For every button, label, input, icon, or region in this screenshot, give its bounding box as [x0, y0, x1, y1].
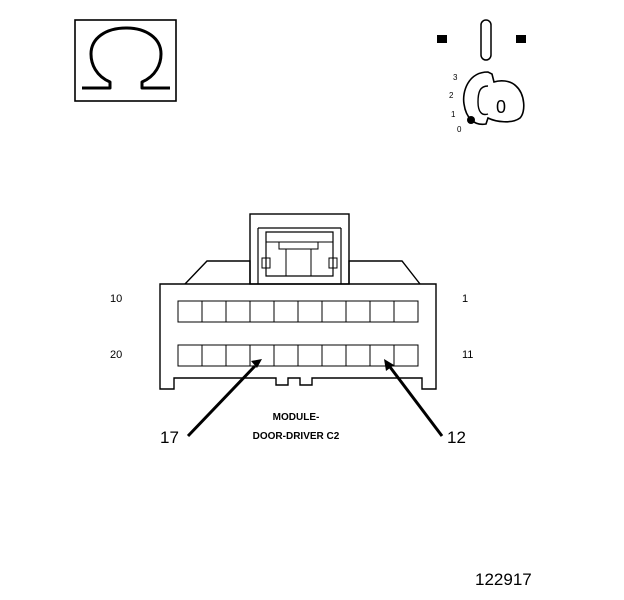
switch-right-block-icon: [516, 35, 526, 43]
pin-cavity-6: [273, 300, 299, 323]
key-head-icon: [462, 71, 525, 126]
probe-12: 12: [384, 359, 466, 447]
pin-cavity-15: [297, 344, 323, 367]
latch-top-bar: [265, 231, 334, 243]
pin-cavity-8: [225, 300, 251, 323]
latch-lock: [285, 248, 312, 277]
pin-label-20: 20: [110, 349, 122, 361]
pin-cavity-1: [393, 300, 419, 323]
pin-cavity-3: [345, 300, 371, 323]
connector-body: [159, 283, 437, 390]
pin-cavity-19: [201, 344, 227, 367]
arrow-head-icon: [251, 359, 262, 368]
ohm-meter-symbol: Ω: [74, 19, 177, 102]
latch-frame: [257, 227, 342, 284]
key-position-2: 2: [449, 91, 454, 100]
pin-cavity-18: [225, 344, 251, 367]
connector-name-line2: DOOR-DRIVER C2: [253, 431, 340, 442]
probe-17: 17: [160, 359, 262, 447]
ohm-symbol-frame: [74, 19, 177, 102]
connector-left-shoulder: [184, 260, 251, 285]
connector-name-line1: MODULE-: [273, 412, 320, 423]
key-slot-icon: [480, 19, 492, 61]
key-position-0: 0: [457, 125, 462, 134]
key-position-3: 3: [453, 73, 458, 82]
pin-row-bottom: [177, 344, 419, 367]
ohm-icon: [82, 26, 170, 90]
key-position-indicator-icon: [467, 116, 475, 124]
pin-cavity-14: [321, 344, 347, 367]
pin-cavity-7: [249, 300, 275, 323]
latch-tab: [278, 241, 319, 250]
probe-pin-label-17: 17: [160, 428, 179, 447]
pin-cavity-9: [201, 300, 227, 323]
latch-right-peg: [328, 257, 338, 269]
key-ring-icon: [477, 85, 489, 116]
latch-inner: [265, 231, 334, 277]
pin-cavity-20: [177, 344, 203, 367]
key-position-1: 1: [451, 110, 456, 119]
pin-row-top: [177, 300, 419, 323]
probe-pin-label-12: 12: [447, 428, 466, 447]
pin-cavity-16: [273, 344, 299, 367]
pin-label-1: 1: [462, 293, 468, 305]
pin-cavity-4: [321, 300, 347, 323]
pin-cavity-13: [345, 344, 371, 367]
pin-cavity-5: [297, 300, 323, 323]
ignition-switch: 3 2 1 0 0: [437, 19, 526, 134]
figure-number: 122917: [475, 570, 532, 589]
switch-left-block-icon: [437, 35, 447, 43]
pin-cavity-2: [369, 300, 395, 323]
probe-arrow-12: [388, 366, 444, 437]
pin-label-11: 11: [462, 349, 473, 361]
latch-left-peg: [261, 257, 271, 269]
connector-c2: 10 1 20 11 MODULE- DOOR-DRIVER C2: [110, 213, 473, 442]
arrow-head-icon: [384, 359, 394, 371]
pin-label-10: 10: [110, 293, 122, 305]
pin-cavity-10: [177, 300, 203, 323]
key-label: 0: [496, 97, 506, 117]
pin-cavity-11: [393, 344, 419, 367]
probe-arrow-17: [186, 364, 257, 438]
connector-right-shoulder: [348, 260, 421, 285]
